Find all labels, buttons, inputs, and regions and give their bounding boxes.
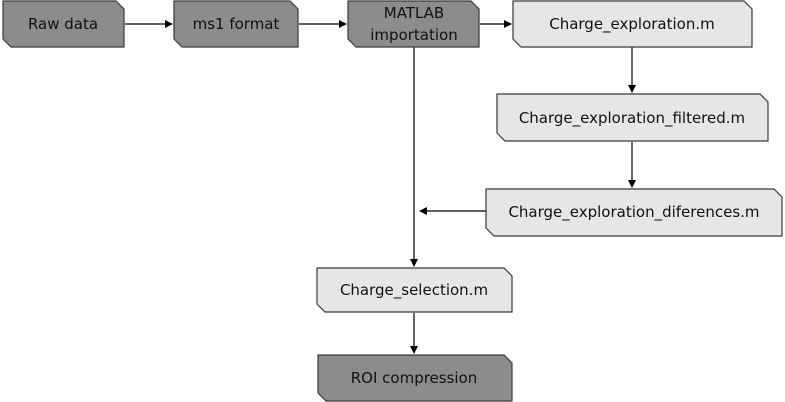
node-charge-selection: Charge_selection.m (316, 267, 513, 313)
node-charge-exploration-diferences: Charge_exploration_diferences.m (485, 188, 783, 237)
node-charge-selection-label: Charge_selection.m (340, 281, 488, 300)
node-ms1-format-label: ms1 format (193, 15, 280, 33)
node-charge-exploration-box (512, 0, 753, 48)
node-charge-exploration-label: Charge_exploration.m (549, 15, 715, 34)
node-charge-exploration-diferences-box (485, 188, 783, 237)
node-roi-compression: ROI compression (317, 354, 513, 402)
node-charge-exploration-filtered-label: Charge_exploration_filtered.m (519, 109, 745, 128)
node-ms1-format: ms1 format (173, 0, 299, 48)
node-matlab-importation-label-line1: MATLAB (384, 4, 444, 22)
node-matlab-importation: MATLAB importation (347, 0, 480, 48)
node-matlab-importation-box (347, 0, 480, 48)
node-raw-data-box (2, 0, 125, 48)
node-raw-data: Raw data (2, 0, 125, 48)
node-roi-compression-label: ROI compression (351, 369, 478, 387)
node-charge-exploration-diferences-label: Charge_exploration_diferences.m (508, 203, 759, 222)
node-raw-data-label: Raw data (28, 15, 98, 33)
edges (125, 20, 636, 354)
node-charge-exploration-filtered-box (496, 93, 769, 142)
node-charge-exploration-filtered: Charge_exploration_filtered.m (496, 93, 769, 142)
node-ms1-format-box (173, 0, 299, 48)
node-roi-compression-box (317, 354, 513, 402)
node-charge-exploration: Charge_exploration.m (512, 0, 753, 48)
node-matlab-importation-label-line2: importation (370, 26, 457, 44)
node-charge-selection-box (316, 267, 513, 313)
